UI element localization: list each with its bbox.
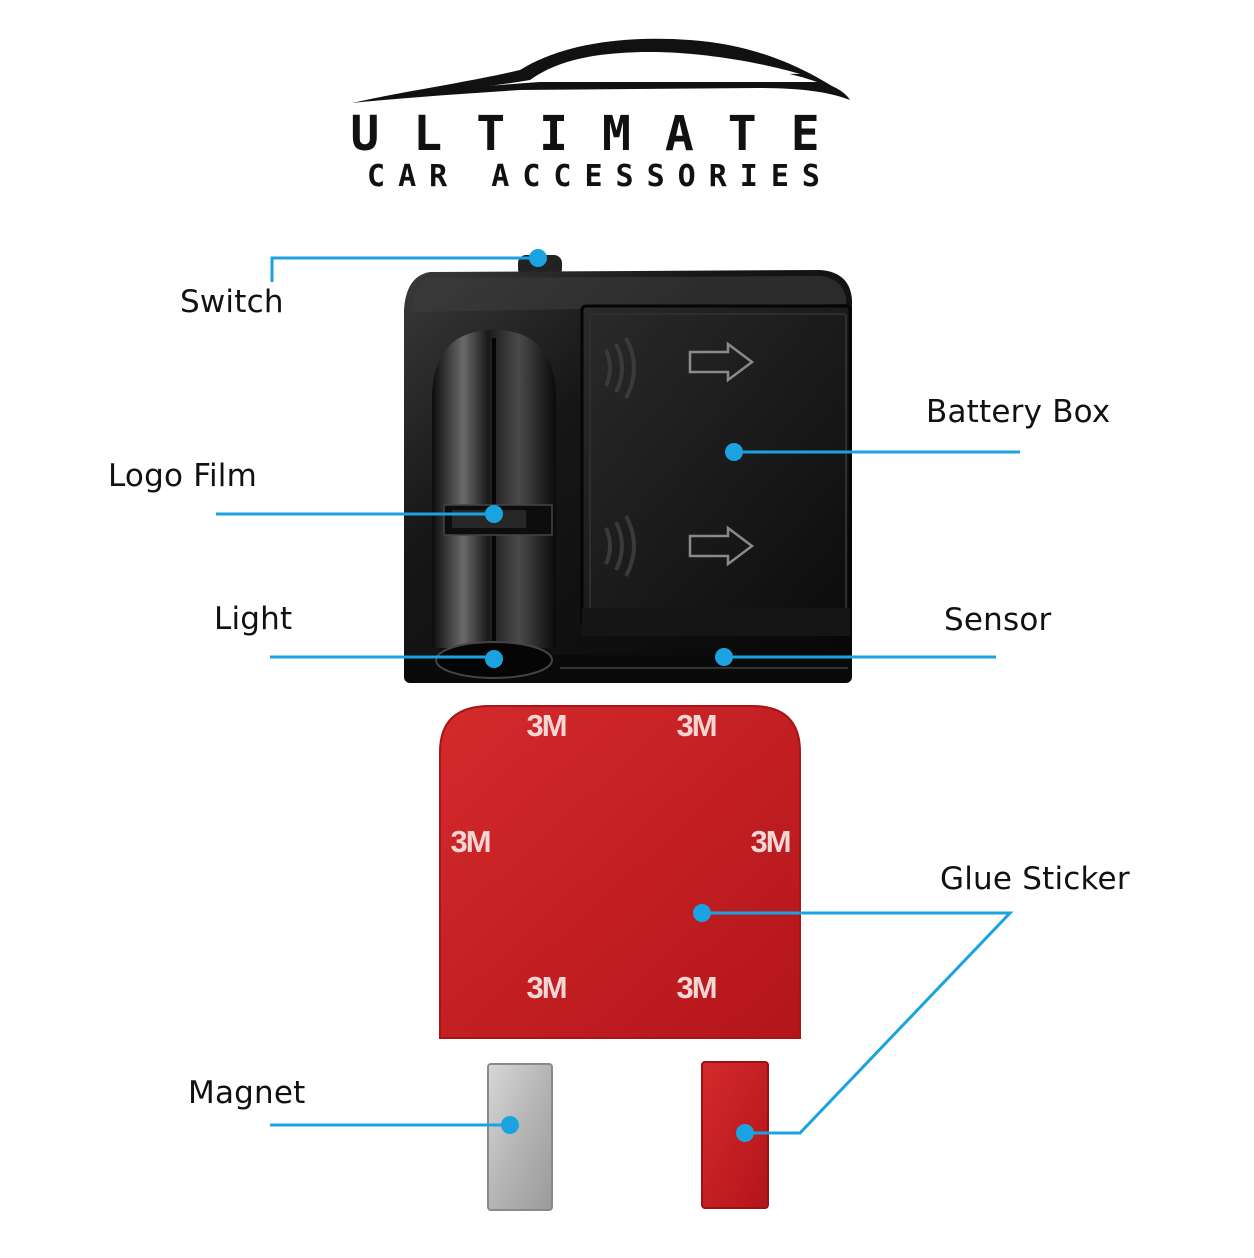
label-sensor: Sensor [944, 602, 1052, 638]
magnet-dot [501, 1116, 519, 1134]
magnet-piece [487, 1063, 553, 1211]
small-sticker-dot [736, 1124, 754, 1142]
sticker-mark: 3M [750, 824, 789, 859]
glue-sticker-pad: 3M 3M 3M 3M 3M 3M [439, 705, 801, 1039]
car-silhouette-icon [352, 38, 850, 103]
callout-dots [485, 249, 754, 1142]
label-switch: Switch [180, 284, 284, 320]
arrow-right-icon [688, 341, 755, 383]
sticker-mark: 3M [526, 708, 565, 743]
arrow-right-icon [688, 525, 755, 567]
glue-sticker-dot [693, 904, 711, 922]
sound-wave-icon [604, 337, 636, 399]
sticker-mark: 3M [676, 970, 715, 1005]
glue-sticker-callout [702, 911, 1014, 1135]
lens-barrel [432, 330, 556, 679]
label-logo-film: Logo Film [108, 458, 257, 494]
label-battery-box: Battery Box [926, 394, 1111, 430]
projector-device [404, 255, 852, 683]
sound-wave-icon [604, 515, 636, 577]
switch-dot [529, 249, 547, 267]
sticker-mark: 3M [450, 824, 489, 859]
brand-line2: CAR ACCESSORIES [367, 159, 833, 194]
sticker-mark: 3M [676, 708, 715, 743]
small-glue-sticker [701, 1061, 769, 1209]
sensor-dot [715, 648, 733, 666]
brand-line1: ULTIMATE [350, 106, 853, 162]
label-glue-sticker: Glue Sticker [940, 861, 1130, 897]
switch-callout [270, 256, 538, 282]
callout-lines [216, 256, 1020, 1135]
sticker-mark: 3M [526, 970, 565, 1005]
battery-dot [725, 443, 743, 461]
label-light: Light [214, 601, 293, 637]
light-dot [485, 650, 503, 668]
label-magnet: Magnet [188, 1075, 306, 1111]
battery-box [580, 304, 852, 636]
logo-film-dot [485, 505, 503, 523]
